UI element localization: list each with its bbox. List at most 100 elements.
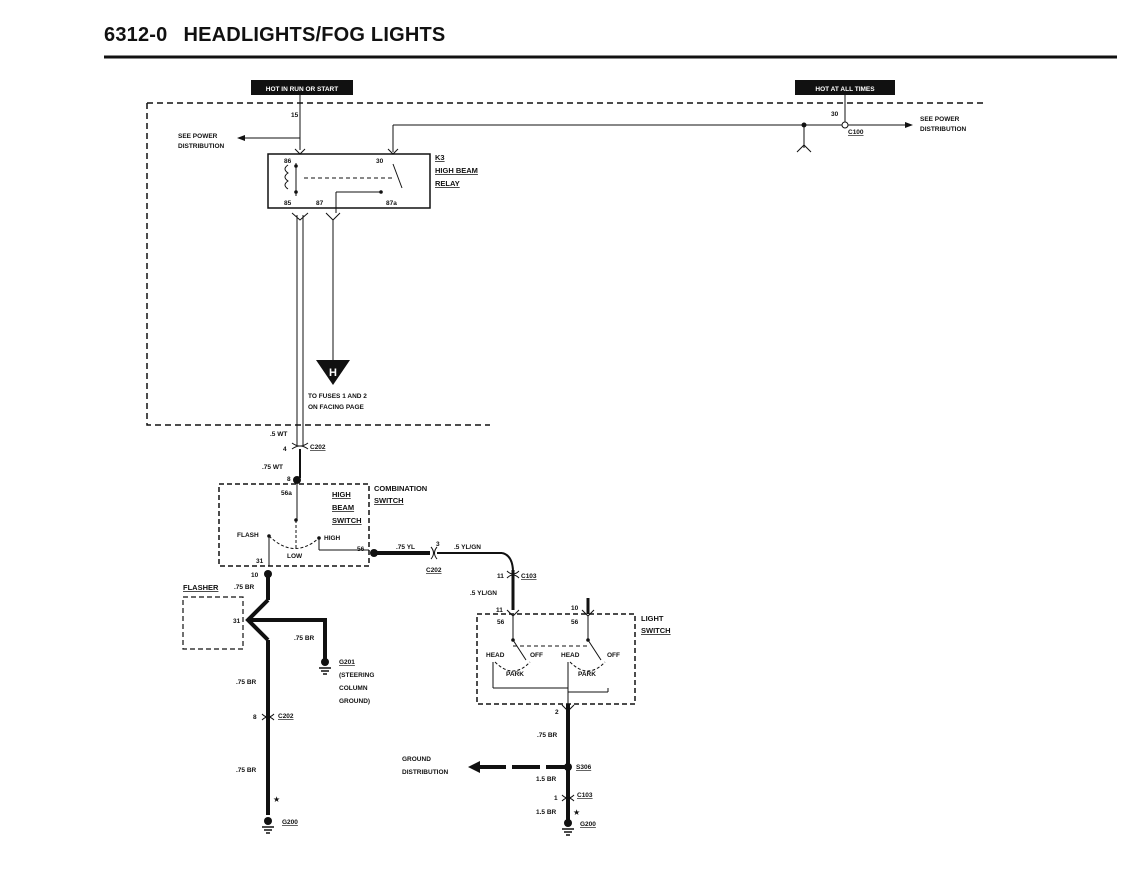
label-combination-switch-pin-31: 31 — [256, 558, 264, 565]
path-mark — [506, 570, 520, 579]
ground-h-triangle — [316, 360, 350, 385]
circle-mark — [564, 819, 572, 827]
label-connectors-c202-c-pin: 8 — [253, 714, 257, 721]
label-grounds-ground-dist-2: DISTRIBUTION — [402, 769, 449, 776]
label-power-see-power-left-1: DISTRIBUTION — [178, 143, 225, 150]
label-light-switch-park-1: PARK — [506, 671, 524, 678]
label-combination-switch-title-1: COMBINATION — [374, 484, 427, 493]
circle-mark — [321, 658, 329, 666]
label-wires-w-75yl: .75 YL — [396, 544, 415, 551]
path-mark — [325, 212, 341, 221]
label-power-c100: C100 — [848, 129, 864, 136]
path-mark — [430, 546, 438, 560]
label-connectors-pin-8: 8 — [287, 476, 291, 483]
path-mark — [796, 144, 812, 153]
label-wires-w-75br-e: .75 BR — [537, 732, 558, 739]
label-wires-w-5wt: .5 WT — [270, 431, 287, 438]
label-power-see-power-right-1: DISTRIBUTION — [920, 126, 967, 133]
label-light-switch-pin-56-left: 56 — [497, 619, 505, 626]
label-power-see-power-left-0: SEE POWER — [178, 133, 218, 140]
path-mark — [261, 713, 275, 721]
label-combination-switch-sub-3: SWITCH — [332, 516, 362, 525]
label-combination-switch-pin-56a: 56a — [281, 490, 292, 497]
label-connectors-c202-b: C202 — [426, 567, 442, 574]
label-grounds-g200-a: G200 — [282, 819, 298, 826]
label-light-switch-head-2: HEAD — [561, 652, 580, 659]
circle-mark — [841, 121, 849, 129]
label-connectors-c103-b: C103 — [577, 792, 593, 799]
label-connectors-c103-b-pin: 1 — [554, 795, 558, 802]
path-mark — [569, 661, 606, 672]
arrow-left-icon — [237, 135, 245, 141]
circle-mark — [294, 190, 298, 194]
label-wires-w-75br-b: .75 BR — [294, 635, 315, 642]
label-combination-switch-high: HIGH — [324, 535, 341, 542]
circle-mark — [264, 817, 272, 825]
label-flasher-label: FLASHER — [183, 583, 219, 592]
path-mark — [245, 598, 327, 660]
label-grounds-star: ★ — [573, 808, 580, 817]
label-relay-pins-p30: 30 — [376, 158, 384, 165]
label-light-switch-title-1: LIGHT — [641, 614, 664, 623]
path-mark — [291, 442, 309, 450]
label-power-pin-30: 30 — [831, 111, 839, 118]
arrow-right-icon — [905, 122, 913, 128]
label-wires-w-75br-d: .75 BR — [236, 767, 257, 774]
label-relay-pins-p87: 87 — [316, 200, 324, 207]
label-grounds-g201-desc-1: (STEERING — [339, 672, 374, 679]
label-wires-w-75wt: .75 WT — [262, 464, 283, 471]
page-heading: HEADLIGHTS/FOG LIGHTS — [183, 24, 446, 46]
label-ground-h-text-2: ON FACING PAGE — [308, 404, 365, 411]
label-connectors-c202-b-pin: 3 — [436, 541, 440, 548]
label-connectors-pin-2: 2 — [555, 709, 559, 716]
relay-coil-icon — [284, 164, 289, 190]
path-mark — [501, 552, 514, 571]
relay-k3 — [267, 153, 431, 209]
label-combination-switch-flash: FLASH — [237, 532, 259, 539]
page-title: 6312-0 HEADLIGHTS/FOG LIGHTS — [104, 24, 445, 47]
label-grounds-s306: S306 — [576, 764, 592, 771]
label-connectors-c202-c: C202 — [278, 713, 294, 720]
light-switch — [476, 613, 636, 705]
label-light-switch-head-1: HEAD — [486, 652, 505, 659]
label-grounds-g200-b: G200 — [580, 821, 596, 828]
label-power-see-power-right-0: SEE POWER — [920, 116, 960, 123]
label-relay-name-1: HIGH BEAM — [435, 166, 478, 175]
label-grounds-g201: G201 — [339, 659, 355, 666]
path-mark — [294, 148, 306, 155]
fuse-box-outline — [146, 102, 985, 426]
hot-all-times-tag — [795, 80, 895, 95]
label-grounds-g201-desc-2: COLUMN — [339, 685, 368, 692]
label-combination-switch-sub-2: BEAM — [332, 503, 354, 512]
path-mark — [387, 148, 399, 155]
label-power-pin-15: 15 — [291, 112, 299, 119]
label-ground-h-letter: H — [329, 367, 337, 379]
label-relay-pins-p87a: 87a — [386, 200, 397, 207]
label-grounds-ground-dist-1: GROUND — [402, 756, 431, 763]
combination-switch — [218, 483, 370, 567]
label-light-switch-park-2: PARK — [578, 671, 596, 678]
label-combination-switch-low: LOW — [287, 553, 303, 560]
label-combination-switch-title-2: SWITCH — [374, 496, 404, 505]
path-mark — [561, 704, 575, 712]
circle-mark — [294, 164, 298, 168]
label-relay-name-2: RELAY — [435, 179, 460, 188]
line-mark — [587, 639, 602, 661]
label-light-switch-title-2: SWITCH — [641, 626, 671, 635]
label-connectors-c202-a-pin: 4 — [283, 446, 287, 453]
label-ground-h-text-1: TO FUSES 1 AND 2 — [308, 393, 367, 400]
label-wires-w-75br-a: .75 BR — [234, 584, 255, 591]
path-mark — [291, 212, 309, 221]
page-code: 6312-0 — [104, 24, 168, 46]
label-relay-id: K3 — [435, 153, 445, 162]
path-mark — [268, 535, 320, 549]
label-grounds-g201-desc-3: GROUND) — [339, 698, 370, 705]
arrow-left-icon — [468, 761, 480, 773]
line-mark — [392, 163, 403, 189]
label-connectors-pin-10a: 10 — [251, 572, 259, 579]
label-connectors-c103-a: C103 — [521, 573, 537, 580]
label-grounds-star: ★ — [273, 795, 280, 804]
label-light-switch-pin-56-right: 56 — [571, 619, 579, 626]
path-mark — [561, 794, 575, 802]
hot-run-start-label: HOT IN RUN OR START — [266, 86, 338, 93]
